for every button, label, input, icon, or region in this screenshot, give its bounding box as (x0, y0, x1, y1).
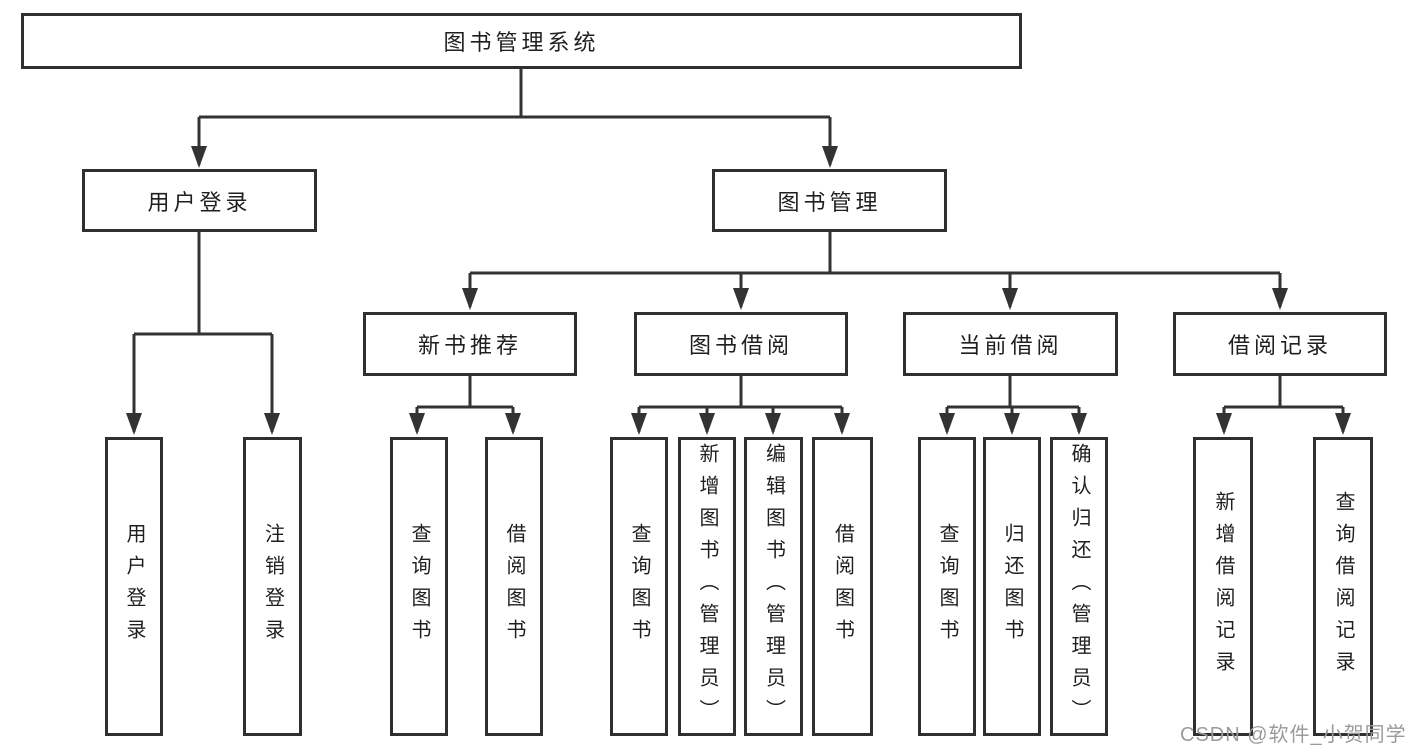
leaf-edit-books-admin: 编辑图书（管理员） (744, 437, 803, 736)
node-book-management: 图书管理 (712, 169, 947, 232)
leaf-recommend-query-books: 查询图书 (390, 437, 448, 736)
node-new-book-recommend: 新书推荐 (363, 312, 577, 376)
node-borrow-records: 借阅记录 (1173, 312, 1387, 376)
node-current-borrow: 当前借阅 (903, 312, 1118, 376)
node-user-login: 用户登录 (82, 169, 317, 232)
node-library-system: 图书管理系统 (21, 13, 1022, 69)
watermark: CSDN @软件_小贺同学 (1180, 724, 1405, 746)
leaf-return-books: 归还图书 (983, 437, 1041, 736)
leaf-user-login: 用户登录 (105, 437, 163, 736)
leaf-recommend-borrow-books: 借阅图书 (485, 437, 543, 736)
leaf-logout: 注销登录 (243, 437, 302, 736)
leaf-borrow-books: 借阅图书 (812, 437, 873, 736)
leaf-borrow-query-books: 查询图书 (610, 437, 668, 736)
leaf-add-books-admin: 新增图书（管理员） (678, 437, 736, 736)
leaf-add-borrow-record: 新增借阅记录 (1193, 437, 1253, 736)
leaf-current-query-books: 查询图书 (918, 437, 976, 736)
leaf-confirm-return-admin: 确认归还（管理员） (1050, 437, 1108, 736)
leaf-query-borrow-record: 查询借阅记录 (1313, 437, 1373, 736)
node-book-borrow: 图书借阅 (634, 312, 848, 376)
